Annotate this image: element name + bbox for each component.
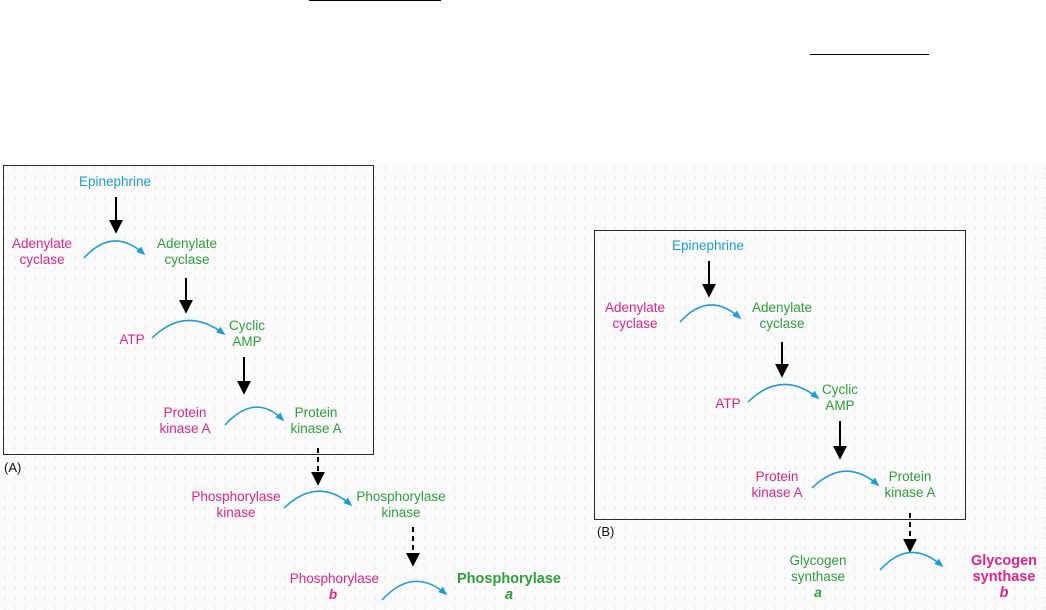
panel-a-label: (A) xyxy=(4,460,22,475)
panel-b-protein-kinase-a-inactive: Protein kinase A xyxy=(751,469,803,500)
panel-b-curved-arrow-atp xyxy=(747,383,820,403)
panel-b-atp: ATP xyxy=(715,396,741,411)
panel-b-protein-kinase-a-active: Protein kinase A xyxy=(884,469,936,500)
panel-a-protein-kinase-a-active: Protein kinase A xyxy=(290,405,342,436)
panel-a-protein-kinase-a-inactive: Protein kinase A xyxy=(159,405,211,436)
panel-b-cyclic-amp: Cyclic AMP xyxy=(822,382,858,413)
panel-b-epinephrine: Epinephrine xyxy=(671,238,745,253)
panel-b-adenylate-cyclase-inactive: Adenylate cyclase xyxy=(604,300,666,331)
panel-b-glycogen-synthase-a: Glycogen synthase a xyxy=(789,553,847,600)
panel-b-label: (B) xyxy=(597,524,615,539)
panel-a-curved-arrow-atp xyxy=(151,319,226,339)
panel-a-frame xyxy=(3,165,374,455)
panel-a-epinephrine: Epinephrine xyxy=(78,174,152,189)
panel-a-cyclic-amp: Cyclic AMP xyxy=(229,318,265,349)
panel-b-curved-arrow-pka xyxy=(811,470,880,489)
top-rule-right xyxy=(810,54,929,55)
panel-b-adenylate-cyclase-active: Adenylate cyclase xyxy=(751,300,813,331)
panel-b-curved-arrow-glycogen-synthase xyxy=(879,551,944,571)
panel-b-glycogen-synthase-b: Glycogen synthase b xyxy=(970,553,1038,601)
panel-a-adenylate-cyclase-inactive: Adenylate cyclase xyxy=(11,236,73,267)
panel-a-atp: ATP xyxy=(119,332,145,347)
panel-b-frame xyxy=(594,230,966,520)
panel-a-phosphorylase-b: Phosphorylase b xyxy=(289,571,379,602)
top-rule-left xyxy=(309,0,441,1)
panel-a-curved-arrow-pka xyxy=(224,406,285,426)
panel-b-curved-arrow-adenylate xyxy=(679,304,742,323)
panel-a-adenylate-cyclase-active: Adenylate cyclase xyxy=(156,236,218,267)
patterned-background xyxy=(0,163,1046,610)
panel-a-curved-arrow-phosphorylase xyxy=(381,580,448,601)
panel-a-curved-arrow-phk xyxy=(283,490,353,509)
panel-a-phosphorylase-a: Phosphorylase a xyxy=(457,571,561,603)
panel-a-curved-arrow-adenylate xyxy=(83,240,146,259)
panel-a-phosphorylase-kinase-inactive: Phosphorylase kinase xyxy=(191,489,281,520)
panel-a-phosphorylase-kinase-active: Phosphorylase kinase xyxy=(356,489,446,520)
